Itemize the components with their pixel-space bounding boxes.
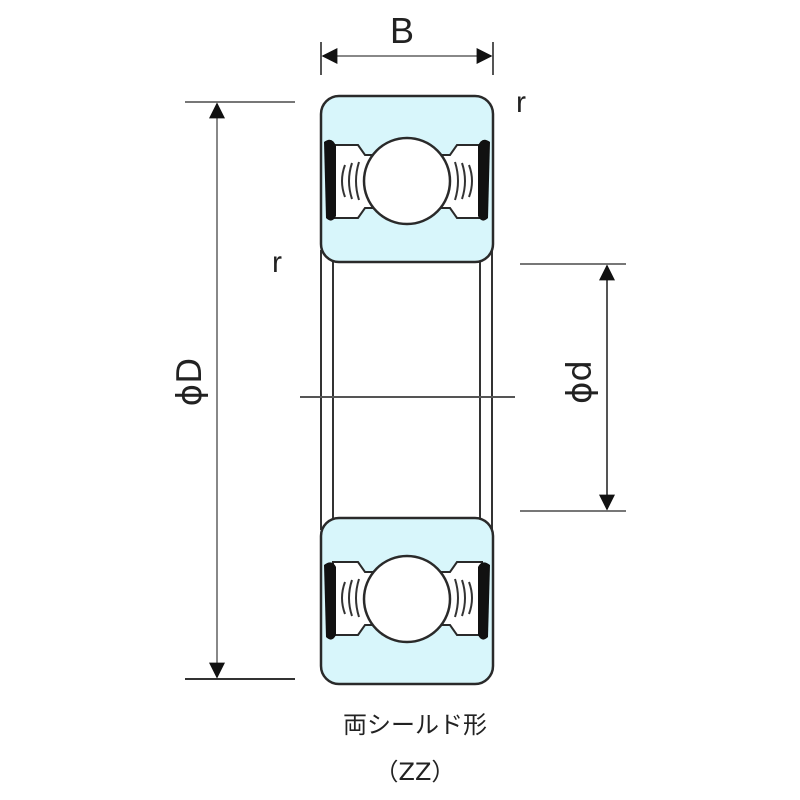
- outer-diameter-dimension: [185, 101, 295, 680]
- width-dimension: [320, 42, 494, 75]
- bearing-section-top: [319, 94, 495, 264]
- inner-diameter-label: ϕd: [560, 360, 600, 405]
- outer-diameter-label: ϕD: [170, 357, 210, 407]
- width-label: B: [390, 10, 415, 51]
- caption-code: （ZZ）: [374, 758, 456, 786]
- bearing-section-bottom: [319, 516, 495, 686]
- chamfer-label-left: r: [272, 246, 282, 279]
- bore-lines: [320, 250, 493, 530]
- inner-diameter-dimension: [520, 263, 626, 512]
- chamfer-label-top-right: r: [516, 86, 526, 119]
- caption-type: 両シールド形: [343, 711, 487, 739]
